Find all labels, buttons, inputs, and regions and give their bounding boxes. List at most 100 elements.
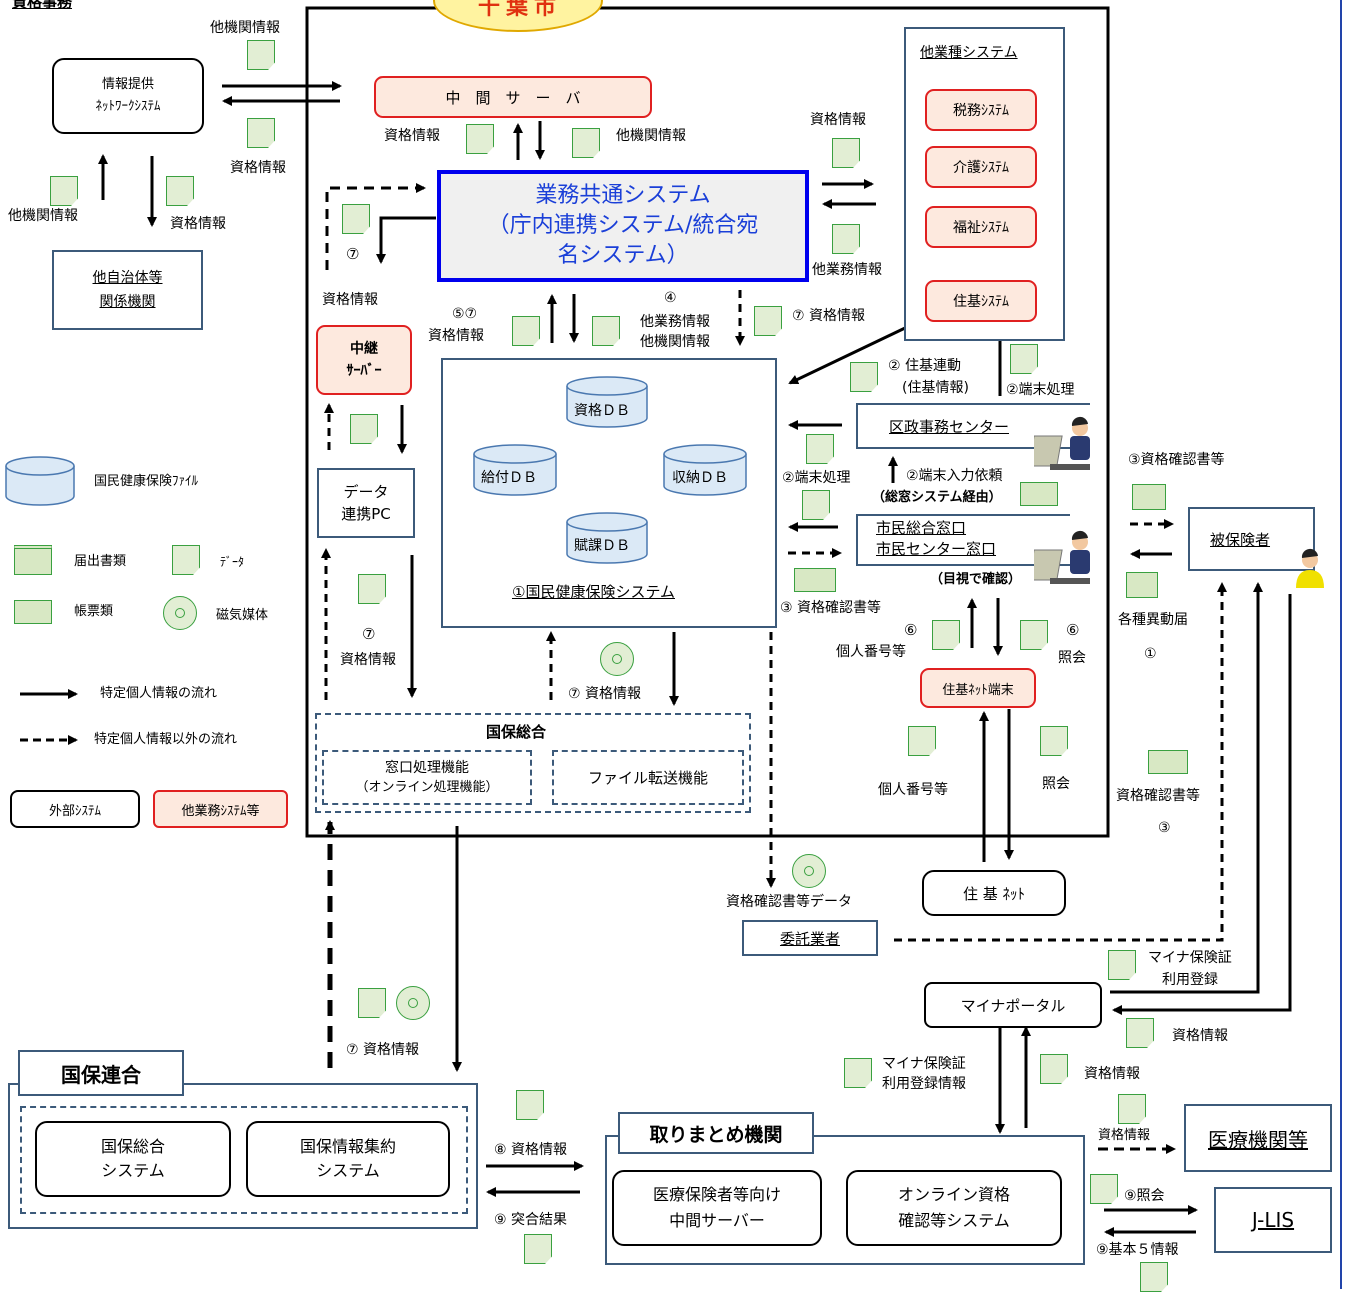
data-icon [1040,1054,1068,1084]
data-icon [524,1234,552,1264]
jlis-label: J-LIS [1251,1208,1295,1232]
legend-file-icon [5,456,75,506]
label: ⑤⑦ [452,306,478,322]
nhi-integrated-system-line2: システム [101,1161,165,1180]
label: 他機関情報 [640,334,710,350]
medical-institutions-box: 医療機関等 [1184,1104,1332,1172]
assessment-db-label: 賦課ＤＢ [574,538,630,554]
data-icon [1140,1262,1168,1292]
coordinating-agency-title: 取りまとめ機関 [618,1112,814,1154]
visual-check-label: （目視で確認） [930,572,1022,587]
benefit-db-label: 給付ＤＢ [481,470,537,486]
data-icon [512,316,540,346]
other-municipality-line1: 他自治体等 [92,270,163,286]
magnetic-media-icon [600,642,634,676]
label: ④ [664,290,677,306]
legend-media-icon [163,596,197,630]
label: 照会 [1042,776,1070,792]
data-icon [516,1090,544,1120]
collection-db [663,444,747,496]
data-icon [1126,1018,1154,1048]
network-system-line1: 情報提供 [101,77,154,92]
care-system: 介護ｼｽﾃﾑ [925,146,1037,188]
nhi-integrated-system: 国保総合 システム [35,1121,231,1197]
nhi-federation-inner [20,1106,468,1214]
data-icon [572,128,600,158]
label: マイナ保険証 [1148,950,1232,966]
label: 各種異動届 [1118,612,1188,628]
online-eligibility-line2: 確認等システム [898,1211,1010,1230]
relay-server-line1: 中継 [350,341,378,357]
label: ③資格確認書等 [1128,452,1225,468]
legend-solid-line-label: 特定個人情報の流れ [100,686,218,701]
label: ② 住基連動 [888,358,962,374]
legend-external-system: 外部ｼｽﾃﾑ [10,790,140,828]
label: 資格情報 [428,328,484,344]
common-business-line1: 業務共通システム [535,183,711,208]
label: ⑦ [362,625,376,643]
data-icon [802,490,830,520]
data-icon [50,176,78,206]
nhi-aggregation-line2: システム [316,1161,380,1180]
report-icon [1132,484,1166,510]
jlis-box: J-LIS [1214,1187,1332,1253]
other-municipality-box: 他自治体等 関係機関 [52,250,203,330]
nhi-federation-title: 国保連合 [18,1050,184,1096]
data-icon [1118,1094,1146,1124]
data-icon [466,124,494,154]
other-municipality-line2: 関係機関 [99,294,156,310]
data-icon [247,40,275,70]
network-system-box: 情報提供 ﾈｯﾄﾜｰｸｼｽﾃﾑ [52,58,204,134]
online-eligibility-system: オンライン資格 確認等システム [846,1170,1062,1246]
label: 資格確認書等データ [726,894,852,910]
label: 個人番号等 [878,782,948,798]
data-link-pc-line2: 連携PC [341,505,391,523]
contractor-label: 委託業者 [779,929,840,948]
label: （総窓システム経由） [872,490,1002,505]
clerk-icon [1034,416,1090,470]
magnetic-media-icon [396,986,430,1020]
label: 資格情報 [810,112,866,128]
label: ⑨基本５情報 [1096,1242,1179,1258]
label: 他機関情報 [8,208,78,224]
eligibility-db-label: 資格ＤＢ [574,403,630,419]
medical-institutions-label: 医療機関等 [1208,1127,1308,1152]
data-icon [932,620,960,650]
data-link-pc-line1: データ [343,483,389,501]
insurer-intermediate-line1: 医療保険者等向け [652,1185,781,1204]
data-icon [832,138,860,168]
label: 資格情報 [1172,1028,1228,1044]
magnetic-media-icon [792,854,826,888]
data-icon [592,316,620,346]
collection-db-label: 収納ＤＢ [672,470,728,486]
data-icon [754,306,782,336]
data-icon [832,224,860,254]
data-icon [1040,726,1068,756]
legend-data-icon [172,545,200,575]
label: ③ [1158,820,1171,836]
eligibility-db [566,376,648,428]
notification-form-icon [1126,572,1158,598]
report-icon [794,568,836,592]
label: ⑦ 資格情報 [568,686,642,702]
report-icon [1148,750,1188,774]
common-business-system-box: 業務共通システム （庁内連携システム/統合宛 名システム） [437,170,809,282]
data-icon [1090,1174,1118,1204]
label: ⑦ 資格情報 [346,1042,420,1058]
legend-report-icon [14,600,52,624]
nhi-integrated-box [315,713,751,813]
clerk-icon [1034,530,1090,584]
data-icon [850,362,878,392]
citizen-counter-line2: 市民センター窓口 [876,540,997,558]
label: ⑦ 資格情報 [792,308,866,324]
common-business-line3: 名システム） [557,243,689,268]
data-icon [1020,620,1048,650]
common-business-line2: （庁内連携システム/統合宛 [487,213,759,238]
label: 資格情報 [1098,1128,1151,1143]
legend-forms-icon [14,545,52,575]
label: ⑥ [1066,621,1080,639]
insured-person-label: 被保険者 [1210,530,1271,549]
label: 個人番号等 [836,644,906,660]
nhi-integrated-label: 国保総合 [486,723,547,741]
